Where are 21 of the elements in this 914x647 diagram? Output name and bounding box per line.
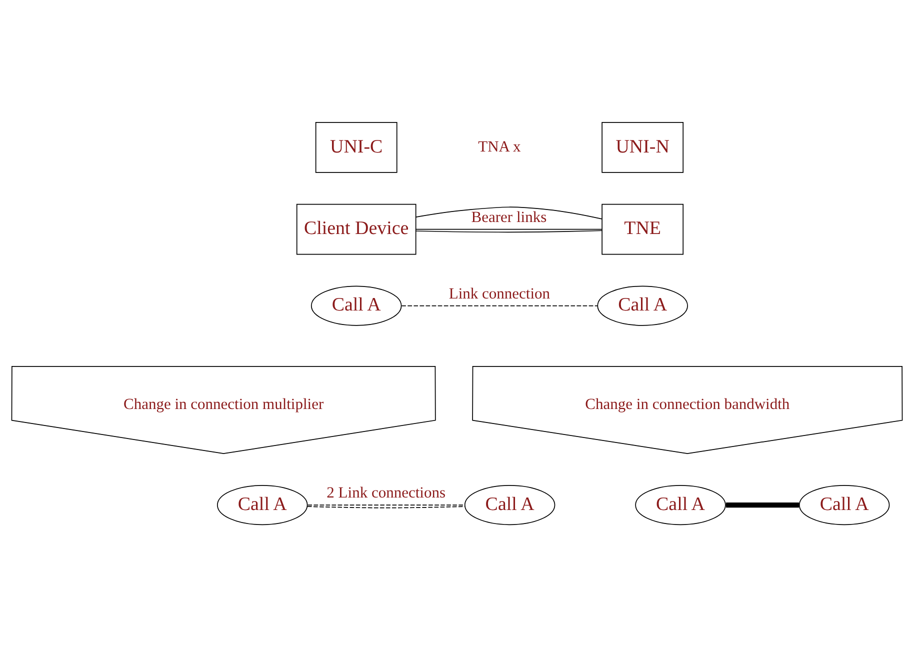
node-box: Client Device [296,204,416,255]
connector [416,228,602,230]
node-ellipse: Call A [798,485,890,526]
node-box: TNE [602,204,684,255]
edge-label: 2 Link connections [326,484,446,502]
node-box: UNI-N [602,122,684,173]
node-ellipse: Call A [310,286,402,326]
node-ellipse: Call A [216,485,308,526]
edge-label: Bearer links [471,208,547,226]
node-ellipse: Call A [635,485,726,526]
connector [401,305,598,306]
node-ellipse: Call A [464,485,556,526]
connector [726,502,799,508]
edge-label: Link connection [448,285,550,302]
node-box: UNI-C [315,122,398,173]
node-ellipse: Call A [597,286,688,326]
label: TNA x [478,138,521,156]
connector [307,504,465,506]
connector [415,230,602,233]
connector [307,506,466,508]
connector [416,206,602,220]
